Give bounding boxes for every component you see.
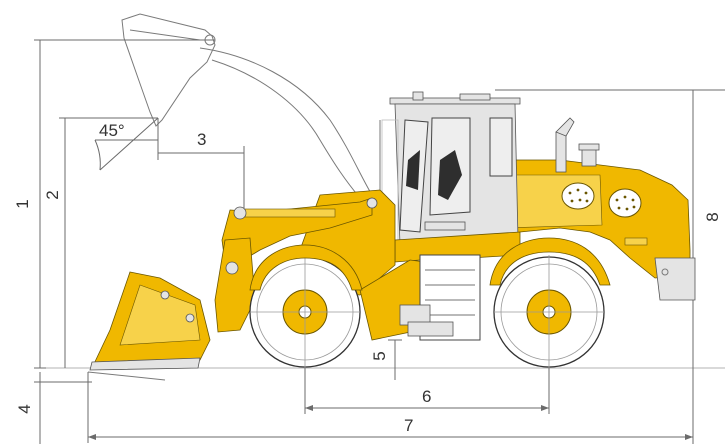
raised-bucket-outline <box>121 13 373 199</box>
dimension-3-label: 3 <box>197 130 206 149</box>
rear-wheel <box>493 255 605 368</box>
dimension-6 <box>304 368 550 414</box>
engine-vent-left <box>561 182 595 210</box>
hood-badge <box>624 237 648 246</box>
dimension-7 <box>87 372 693 443</box>
dimension-4-label: 4 <box>15 404 34 413</box>
dimension-3 <box>157 118 245 210</box>
lift-cylinder <box>244 208 336 218</box>
exhaust-stack <box>555 131 567 173</box>
dimension-8-label: 8 <box>703 212 722 221</box>
dimension-6-label: 6 <box>422 387 431 406</box>
dump-angle-indicator <box>94 117 159 171</box>
wheel-loader <box>87 91 696 381</box>
dimension-2 <box>59 117 158 368</box>
engine-vent-right <box>608 188 642 218</box>
air-intake <box>581 147 597 167</box>
dimension-2-label: 2 <box>43 190 62 199</box>
dimension-7-label: 7 <box>404 416 413 435</box>
dimension-1 <box>34 39 215 369</box>
dimension-5-label: 5 <box>370 351 389 360</box>
dimension-1-label: 1 <box>13 199 32 208</box>
dimension-5 <box>388 339 402 380</box>
operator-cab <box>379 91 521 246</box>
angle-label: 45° <box>99 121 125 140</box>
dimension-4 <box>34 372 92 444</box>
